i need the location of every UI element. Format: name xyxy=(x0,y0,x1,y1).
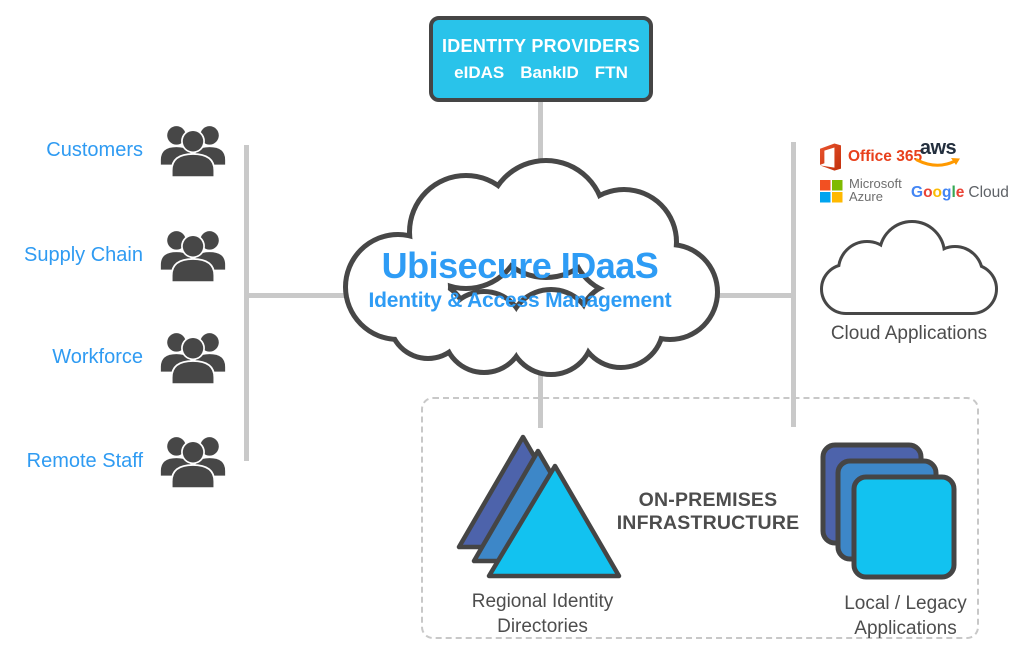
microsoft-logo-icon xyxy=(820,179,843,202)
user-group-workforce: Workforce xyxy=(18,328,230,386)
user-group-label: Remote Staff xyxy=(26,449,143,472)
connector-left-horizontal xyxy=(247,293,359,298)
aws-smile-icon xyxy=(915,158,960,167)
regional-directories-icon xyxy=(456,434,622,579)
cloud-applications-label: Cloud Applications xyxy=(830,323,988,344)
on-premises-title: ON-PREMISES INFRASTRUCTURE xyxy=(616,489,800,534)
aws-logo: aws xyxy=(915,137,961,170)
main-cloud-shape xyxy=(343,158,720,377)
user-group-label: Workforce xyxy=(52,345,143,368)
on-premises-box xyxy=(421,397,979,639)
provider-bankid: BankID xyxy=(520,62,579,82)
cloud-applications-icon xyxy=(820,220,998,315)
connector-right-vertical xyxy=(791,142,796,427)
local-legacy-apps-label: Local / Legacy Applications xyxy=(844,593,967,639)
office365-logo: Office 365 xyxy=(818,143,922,171)
identity-providers-title: IDENTITY PROVIDERS xyxy=(441,35,641,56)
connector-left-vertical xyxy=(244,145,249,461)
connector-idp-to-cloud xyxy=(538,100,543,172)
identity-providers-list: eIDAS BankID FTN xyxy=(454,63,628,83)
people-group-icon xyxy=(159,331,227,384)
google-cloud-suffix: Cloud xyxy=(968,184,1009,201)
people-group-icon xyxy=(159,435,227,488)
provider-eidas: eIDAS xyxy=(454,62,505,82)
people-group-icon xyxy=(159,124,227,177)
user-group-customers: Customers xyxy=(18,121,230,179)
provider-ftn: FTN xyxy=(594,62,628,82)
microsoft-azure-label: Microsoft Azure xyxy=(849,176,902,204)
microsoft-azure-logo: Microsoft Azure xyxy=(819,176,902,204)
aws-label: aws xyxy=(919,137,957,159)
people-group-icon xyxy=(159,229,227,282)
office365-icon xyxy=(820,143,841,171)
connector-right-horizontal xyxy=(714,293,793,298)
user-group-label: Supply Chain xyxy=(24,243,143,266)
office365-label: Office 365 xyxy=(848,148,923,165)
user-group-label: Customers xyxy=(46,138,143,161)
regional-directories-label: Regional Identity Directories xyxy=(471,591,614,637)
identity-providers-box: IDENTITY PROVIDERS eIDAS BankID FTN xyxy=(429,16,653,102)
user-group-remote-staff: Remote Staff xyxy=(18,432,230,490)
user-group-supply-chain: Supply Chain xyxy=(18,226,230,284)
local-legacy-apps-icon xyxy=(820,442,957,580)
